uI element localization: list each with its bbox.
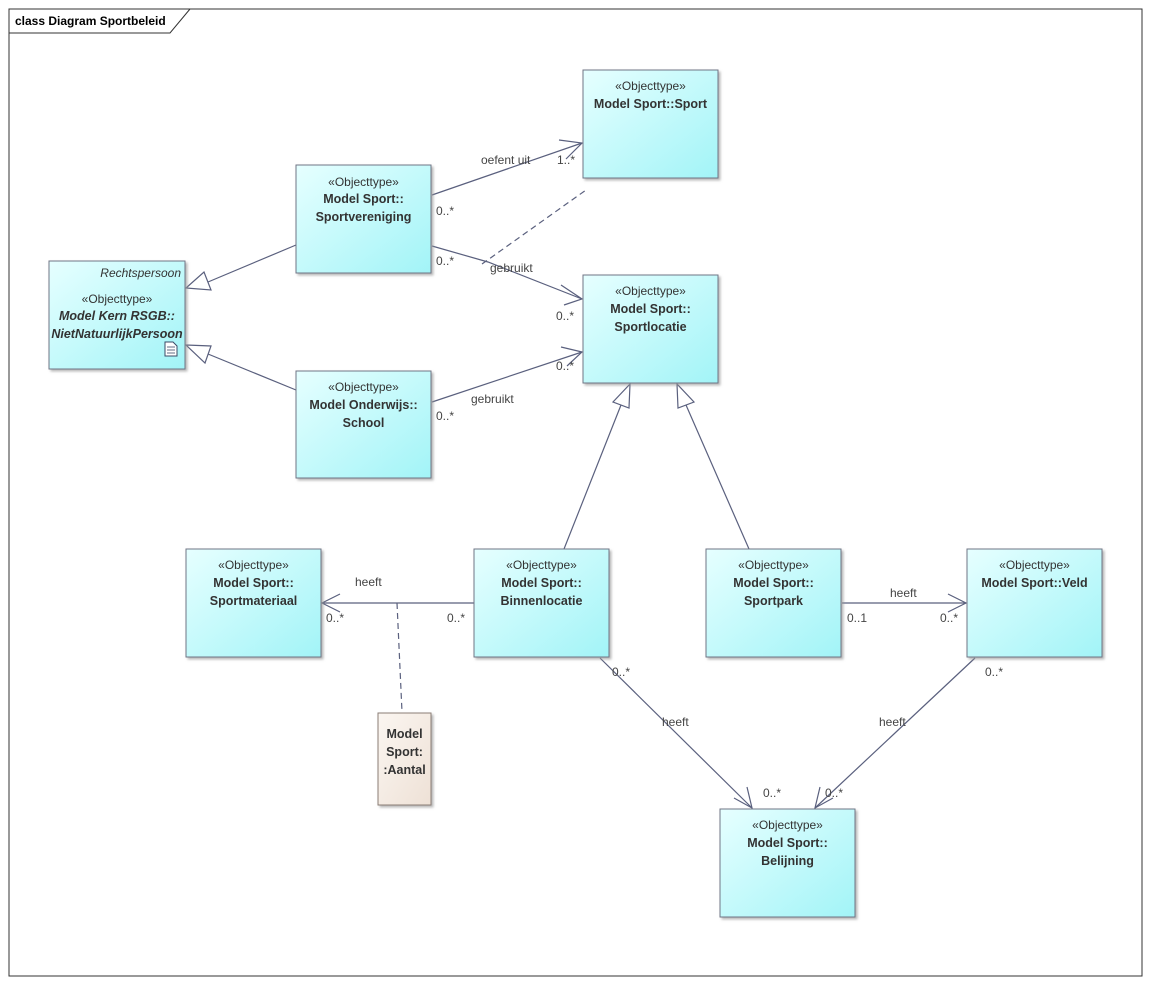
class-name: Model Sport::: [501, 576, 582, 590]
generalization-arrow-binnenlocatie: [611, 382, 631, 409]
class-name: Model Kern RSGB::: [59, 309, 175, 323]
class-stereotype: «Objecttype»: [218, 558, 289, 572]
class-name: Belijning: [761, 854, 814, 868]
arrowhead-school-gebruikt: [560, 346, 584, 367]
mult-bl-belijning-source: 0..*: [612, 665, 630, 679]
class-stereotype: «Objecttype»: [328, 380, 399, 394]
mult-bl-heeft-source: 0..*: [447, 611, 465, 625]
class-sport[interactable]: «Objecttype» Model Sport::Sport: [582, 69, 719, 179]
class-sportlocatie[interactable]: «Objecttype» Model Sport:: Sportlocatie: [582, 274, 719, 384]
label-sv-gebruikt: gebruikt: [490, 261, 533, 275]
class-stereotype: «Objecttype»: [615, 284, 686, 298]
label-veld-heeft: heeft: [879, 715, 906, 729]
class-nietnatuurlijkpersoon[interactable]: Rechtspersoon «Objecttype» Model Kern RS…: [48, 260, 186, 370]
generalization-arrow-sportvereniging: [184, 270, 212, 291]
arrowhead-oefent-uit: [558, 139, 584, 160]
class-sportpark[interactable]: «Objecttype» Model Sport:: Sportpark: [705, 548, 842, 658]
diagram-frame: class Diagram Sportbeleid: [8, 8, 1143, 977]
class-name: NietNatuurlijkPersoon: [51, 327, 183, 341]
arrowhead-bl-heeft: [320, 593, 341, 613]
class-belijning[interactable]: «Objecttype» Model Sport:: Belijning: [719, 808, 856, 918]
class-tag: Rechtspersoon: [100, 266, 181, 280]
class-name: Sportlocatie: [614, 320, 686, 334]
mult-bl-belijning-target: 0..*: [763, 786, 781, 800]
class-name: Model Sport::Veld: [981, 576, 1087, 590]
class-stereotype: «Objecttype»: [615, 79, 686, 93]
class-stereotype: «Objecttype»: [82, 292, 153, 306]
class-name: Model Sport::: [733, 576, 814, 590]
class-school[interactable]: «Objecttype» Model Onderwijs:: School: [295, 370, 432, 479]
association-class-aantal[interactable]: Model Sport: :Aantal: [377, 712, 432, 806]
arrowhead-sp-heeft: [947, 593, 968, 613]
association-class-link: [396, 602, 403, 713]
class-stereotype: «Objecttype»: [738, 558, 809, 572]
connector-labels: oefent uit 0..* 1..* gebruikt 0..* 0..* …: [326, 153, 1003, 800]
generalization-arrow-sportpark: [676, 382, 696, 409]
label-sp-heeft: heeft: [890, 586, 917, 600]
connectors: [184, 139, 976, 810]
mult-sv-gebruikt-source: 0..*: [436, 254, 454, 268]
label-school-gebruikt: gebruikt: [471, 392, 514, 406]
mult-sp-heeft-target: 0..*: [940, 611, 958, 625]
mult-sp-heeft-source: 0..1: [847, 611, 867, 625]
generalization-school: [207, 353, 297, 391]
class-name: Sportpark: [744, 594, 803, 608]
generalization-sportvereniging: [207, 244, 297, 283]
mult-veld-heeft-target: 0..*: [825, 786, 843, 800]
class-name: Model Sport::: [610, 302, 691, 316]
mult-bl-heeft-target: 0..*: [326, 611, 344, 625]
class-sportmateriaal[interactable]: «Objecttype» Model Sport:: Sportmateriaa…: [185, 548, 322, 658]
class-stereotype: «Objecttype»: [752, 818, 823, 832]
class-name: Model Sport::Sport: [594, 97, 708, 111]
mult-school-gebruikt-target: 0..*: [556, 359, 574, 373]
class-stereotype: «Objecttype»: [506, 558, 577, 572]
arrowhead-veld: [814, 786, 834, 810]
assoc-oefent-uit[interactable]: [431, 142, 583, 196]
mult-veld-heeft-source: 0..*: [985, 665, 1003, 679]
arrowhead-bl-belijning: [733, 786, 753, 810]
class-veld[interactable]: «Objecttype» Model Sport::Veld: [966, 548, 1103, 658]
label-bl-belijning-heeft: heeft: [662, 715, 689, 729]
mult-sv-gebruikt-target: 0..*: [556, 309, 574, 323]
mult-school-gebruikt-source: 0..*: [436, 409, 454, 423]
class-name: Model Sport::: [323, 192, 404, 206]
assoc-bl-belijning-heeft[interactable]: [599, 657, 753, 809]
assoc-veld-heeft[interactable]: [814, 657, 976, 809]
label-oefent-uit: oefent uit: [481, 153, 531, 167]
mult-oefent-uit-target: 1..*: [557, 153, 575, 167]
class-name: Sportvereniging: [316, 210, 412, 224]
class-name: Binnenlocatie: [501, 594, 583, 608]
class-name: School: [343, 416, 385, 430]
frame-title: class Diagram Sportbeleid: [15, 14, 166, 28]
generalization-binnenlocatie: [563, 404, 622, 550]
note-icon: [164, 341, 178, 357]
dependency-line-sport: [481, 189, 587, 265]
class-name: Model Sport::: [213, 576, 294, 590]
assoc-sv-gebruikt[interactable]: [431, 245, 583, 300]
class-name: Sportmateriaal: [210, 594, 298, 608]
class-sportvereniging[interactable]: «Objecttype» Model Sport:: Sportverenigi…: [295, 164, 432, 274]
class-name: Sport:: [386, 745, 423, 759]
generalization-sportpark: [685, 404, 750, 550]
label-bl-heeft: heeft: [355, 575, 382, 589]
mult-oefent-uit-source: 0..*: [436, 204, 454, 218]
class-binnenlocatie[interactable]: «Objecttype» Model Sport:: Binnenlocatie: [473, 548, 610, 658]
class-stereotype: «Objecttype»: [999, 558, 1070, 572]
class-name: Model: [386, 727, 422, 741]
class-name: Model Sport::: [747, 836, 828, 850]
arrowhead-sv-gebruikt: [560, 284, 584, 306]
class-name: Model Onderwijs::: [309, 398, 417, 412]
class-name: :Aantal: [383, 763, 425, 777]
generalization-arrow-school: [184, 344, 212, 365]
assoc-school-gebruikt[interactable]: [431, 351, 583, 403]
class-stereotype: «Objecttype»: [328, 175, 399, 189]
